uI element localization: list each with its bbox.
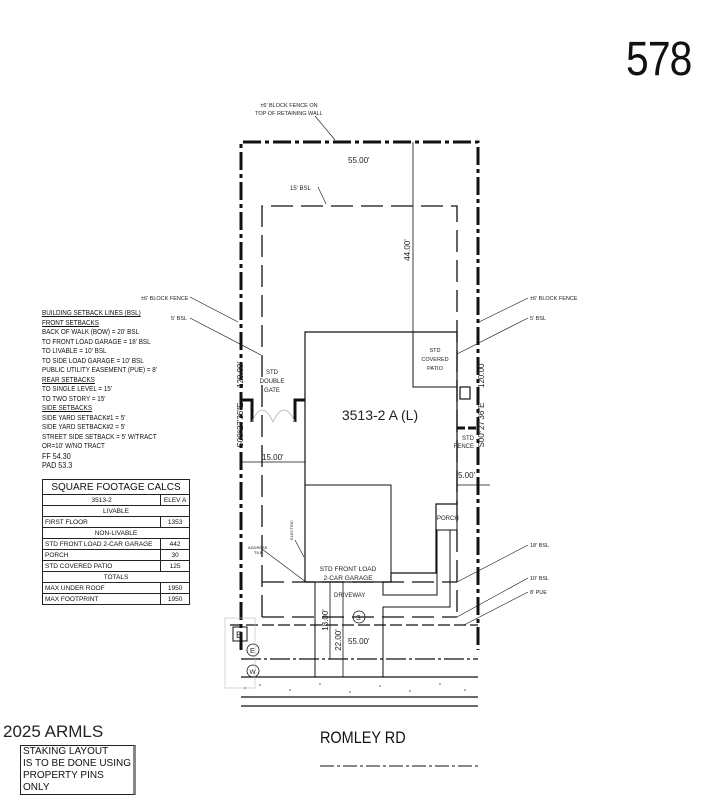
- setback-note: FRONT SETBACKS: [42, 319, 99, 327]
- porch: [435, 503, 458, 531]
- right-side-dim: 120.00': [477, 362, 486, 388]
- street-name: ROMLEY RD: [320, 728, 406, 747]
- setback-note: BUILDING SETBACK LINES (BSL): [42, 310, 141, 317]
- left-fence-label: ±6' BLOCK FENCE: [141, 296, 189, 302]
- setback-note: REAR SETBACKS: [42, 376, 95, 384]
- left-setback-dim: 15.00': [262, 453, 284, 462]
- rear-depth-dim: 44.00': [403, 239, 412, 261]
- gate-swing: [251, 409, 296, 423]
- setback-note: SIDE YARD SETBACK#2 = 5': [42, 424, 126, 431]
- sewer-label: S: [356, 615, 361, 622]
- lot-number: 578: [626, 33, 692, 86]
- right-bearing: S00°27'36"E: [477, 403, 486, 448]
- porch-label: PORCH: [437, 516, 459, 522]
- driveway-22-dim: 22.00': [334, 629, 343, 651]
- setback-notes: BUILDING SETBACK LINES (BSL) FRONT SETBAC…: [42, 309, 157, 471]
- right-fence-label: ±6' BLOCK FENCE: [530, 296, 578, 302]
- watermark: 2025 ARMLS: [3, 722, 104, 741]
- front-bsl-18-label: 18' BSL: [530, 543, 549, 549]
- electric-box: [232, 626, 248, 642]
- rear-width-dim: 55.00': [348, 156, 370, 165]
- sewer-marker: [352, 610, 366, 624]
- setback-note: TO LIVABLE = 10' BSL: [42, 348, 107, 355]
- covered-patio: [412, 331, 458, 388]
- setback-note: OR=10' W/NO TRACT: [42, 443, 105, 450]
- right-setback-dim: 5.00': [458, 471, 476, 480]
- pue-label: 8' PUE: [530, 590, 547, 596]
- left-side-dim: 120.00': [236, 362, 245, 388]
- setback-note: TO FRONT LOAD GARAGE = 18' BSL: [42, 338, 151, 346]
- setback-note: TO SINGLE LEVEL = 15': [42, 386, 113, 393]
- rear-bsl-label: 15' BSL: [290, 186, 311, 192]
- house-plan-label: 3513-2 A (L): [342, 407, 418, 423]
- front-bsl-10-label: 10' BSL: [530, 576, 549, 582]
- water-marker: [246, 664, 260, 678]
- setback-note: STREET SIDE SETBACK = 5' W/TRACT: [42, 433, 157, 441]
- electric-marker: [246, 643, 260, 657]
- electric-marker-label: E: [250, 648, 255, 655]
- setback-note: FF 54.30: [42, 451, 71, 461]
- water-label: W: [250, 669, 257, 676]
- setback-note: TO SIDE LOAD GARAGE = 10' BSL: [42, 357, 144, 365]
- setback-note: SIDE SETBACKS: [42, 405, 93, 412]
- driveway-label: DRIVEWAY: [334, 593, 365, 599]
- garage-outline: [305, 484, 392, 582]
- property-line: [239, 140, 480, 650]
- utility-box: [459, 386, 471, 400]
- driveway-18-dim: 18.00': [321, 609, 330, 631]
- right-bsl-label: 5' BSL: [530, 316, 546, 322]
- sidewalk-hatch: [244, 683, 466, 693]
- left-bsl-label: 5' BSL: [171, 316, 187, 322]
- setback-note: PUBLIC UTILITY EASEMENT (PUE) = 8': [42, 367, 157, 374]
- electric-label: ELECTRIC: [289, 520, 294, 540]
- gate-walls: [241, 398, 305, 422]
- setback-note: TO TWO STORY = 15': [42, 395, 106, 403]
- setback-note: PAD 53.3: [42, 461, 73, 470]
- walkway: [382, 530, 451, 677]
- setback-note: SIDE YARD SETBACK#1 = 5': [42, 414, 126, 422]
- front-width-dim: 55.00': [348, 637, 370, 646]
- left-bearing: S00°27'36"E: [236, 403, 245, 448]
- setback-note: BACK OF WALK (BOW) = 20' BSL: [42, 329, 140, 336]
- electric-box-label: E: [236, 630, 242, 640]
- staking-note: STAKING LAYOUT IS TO BE DONE USING PROPE…: [20, 745, 136, 795]
